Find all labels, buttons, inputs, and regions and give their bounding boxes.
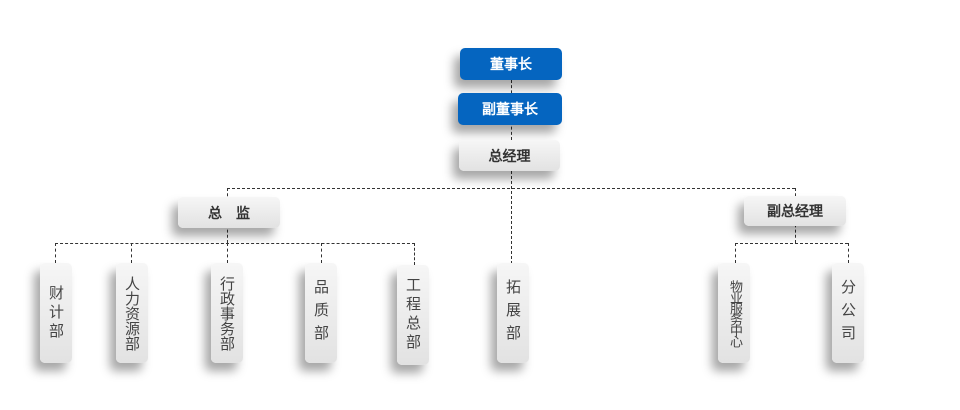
dept-branch: 分公司 [832,263,864,363]
general-manager-node: 总经理 [459,140,560,171]
connector [227,243,228,263]
connector [414,243,415,265]
connector [848,243,849,263]
connector [55,243,415,244]
connector [321,243,322,263]
dept-hr: 人力资源部 [116,263,148,363]
dept-property-service: 物业服务中心 [718,263,750,363]
director-node: 总 监 [178,197,280,228]
dept-admin: 行政事务部 [211,263,243,363]
deputy-gm-node: 副总经理 [744,196,846,226]
dept-quality: 品质部 [305,263,337,363]
dept-engineering: 工程总部 [397,265,429,365]
vice-chairman-node: 副董事长 [458,93,562,125]
connector [735,243,848,244]
dept-expansion: 拓展部 [497,263,529,363]
connector [55,243,56,263]
chairman-node: 董事长 [460,48,562,80]
connector [511,171,512,264]
connector [131,243,132,263]
connector [227,188,795,189]
dept-finance: 财计部 [40,263,72,363]
connector [735,243,736,263]
